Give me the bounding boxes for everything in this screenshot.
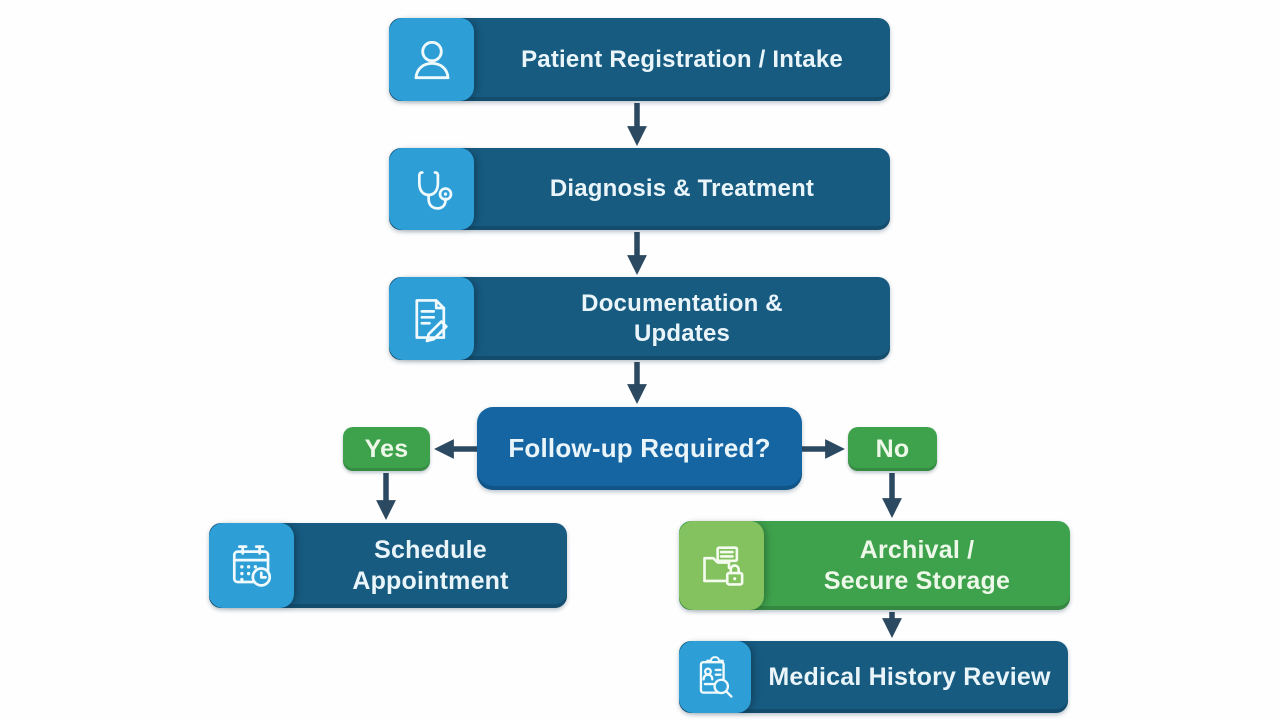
node-archival-secure-storage: Archival / Secure Storage bbox=[679, 521, 1070, 610]
node-medical-history-review: Medical History Review bbox=[679, 641, 1068, 713]
branch-label: Yes bbox=[364, 434, 409, 463]
person-icon bbox=[389, 18, 474, 101]
node-label: Archival / Secure Storage bbox=[823, 536, 1011, 595]
node-schedule-appointment: Schedule Appointment bbox=[209, 523, 567, 608]
node-followup-decision: Follow-up Required? bbox=[477, 407, 802, 490]
node-label: Schedule Appointment bbox=[352, 536, 509, 595]
clipboard-search-icon bbox=[679, 641, 751, 713]
node-patient-registration: Patient Registration / Intake bbox=[389, 18, 890, 101]
node-label: Diagnosis & Treatment bbox=[549, 175, 815, 203]
node-label: Medical History Review bbox=[768, 662, 1051, 691]
folder-lock-icon bbox=[679, 521, 764, 610]
branch-yes: Yes bbox=[343, 427, 430, 471]
node-label: Patient Registration / Intake bbox=[521, 45, 843, 73]
branch-label: No bbox=[875, 434, 910, 463]
node-documentation-updates: Documentation & Updates bbox=[389, 277, 890, 360]
document-edit-icon bbox=[389, 277, 474, 360]
node-label: Follow-up Required? bbox=[508, 432, 771, 463]
stethoscope-icon bbox=[389, 148, 474, 230]
branch-no: No bbox=[848, 427, 937, 471]
node-diagnosis-treatment: Diagnosis & Treatment bbox=[389, 148, 890, 230]
node-label: Documentation & Updates bbox=[581, 290, 783, 347]
calendar-clock-icon bbox=[209, 523, 294, 608]
